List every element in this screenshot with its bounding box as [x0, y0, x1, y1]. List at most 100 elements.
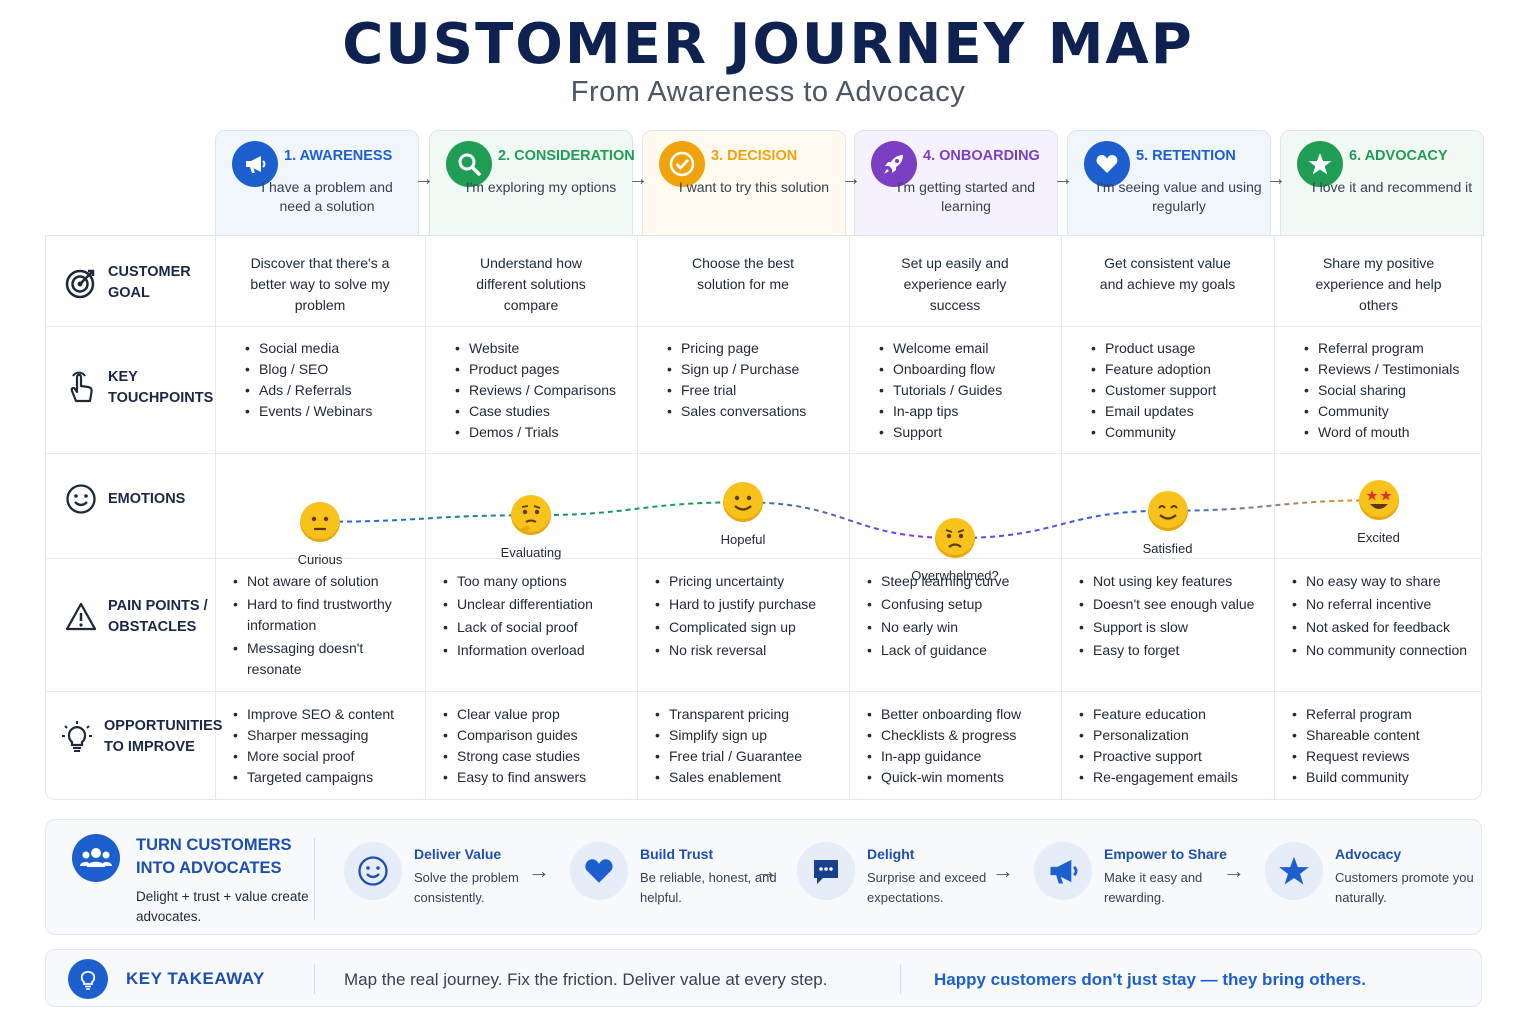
- list-item: Checklists & progress: [867, 725, 1051, 746]
- stage-title: 6. ADVOCACY: [1349, 148, 1448, 164]
- megaphone-icon: [232, 141, 278, 187]
- list-item: Sales enablement: [655, 767, 839, 788]
- stage-title: 5. RETENTION: [1136, 148, 1236, 164]
- search-icon: [446, 141, 492, 187]
- list-item: Community: [1091, 422, 1264, 443]
- lightbulb-icon: [68, 959, 108, 999]
- smile-icon: [344, 842, 402, 900]
- emotion-curve: [319, 499, 1379, 540]
- list-item: Lack of guidance: [867, 640, 1051, 661]
- list-item: Comparison guides: [443, 725, 627, 746]
- row-label-customer-goal: CUSTOMER GOAL: [64, 262, 220, 304]
- list-item: Onboarding flow: [879, 359, 1051, 380]
- list-item: Events / Webinars: [245, 401, 415, 422]
- arrow-right-icon: →: [628, 168, 648, 190]
- pointer-hand-icon: [70, 371, 93, 403]
- touchpoints-cell: Referral programReviews / TestimonialsSo…: [1304, 338, 1473, 443]
- list-item: Social media: [245, 338, 415, 359]
- list-item: Email updates: [1091, 401, 1264, 422]
- group-icon: [72, 834, 120, 882]
- list-item: Re-engagement emails: [1079, 767, 1264, 788]
- megaphone-icon: [1034, 842, 1092, 900]
- list-item: Free trial / Guarantee: [655, 746, 839, 767]
- goal-cell: Discover that there's a better way to so…: [250, 255, 390, 313]
- row-label-opportunities: OPPORTUNITIES TO IMPROVE: [60, 716, 222, 758]
- list-item: Case studies: [455, 401, 627, 422]
- emotion-label: Hopeful: [720, 532, 766, 548]
- list-item: Welcome email: [879, 338, 1051, 359]
- advocacy-step-title: Advocacy: [1335, 846, 1402, 862]
- list-item: Hard to find trustworthy information: [233, 594, 415, 636]
- emotion-label: Satisfied: [1142, 540, 1193, 556]
- goal-cell: Set up easily and experience early succe…: [901, 255, 1009, 313]
- takeaway-message: Map the real journey. Fix the friction. …: [344, 970, 828, 989]
- arrow-right-icon: →: [1266, 168, 1286, 190]
- list-item: Improve SEO & content: [233, 704, 415, 725]
- takeaway-title: KEY TAKEAWAY: [126, 969, 265, 988]
- list-item: In-app guidance: [867, 746, 1051, 767]
- list-item: Ads / Referrals: [245, 380, 415, 401]
- list-item: Pricing uncertainty: [655, 571, 839, 592]
- emotion-label: Overwhelmed?: [911, 568, 999, 583]
- journey-grid: CUSTOMER GOAL KEY TOUCHPOINTS EMOTIONS P…: [45, 235, 1482, 800]
- page-subtitle: From Awareness to Advocacy: [570, 76, 966, 108]
- advocates-title: TURN CUSTOMERS INTO ADVOCATES: [136, 836, 292, 877]
- goal-cell: Choose the best solution for me: [692, 255, 794, 292]
- touchpoints-cell: Welcome emailOnboarding flowTutorials / …: [879, 338, 1051, 443]
- goal-cell: Understand how different solutions compa…: [476, 255, 586, 313]
- advocacy-step-title: Empower to Share: [1104, 846, 1227, 862]
- advocacy-step-description: Surprise and exceed expectations.: [867, 870, 987, 905]
- stage-description: I have a problem and need a solution: [261, 179, 393, 214]
- list-item: Unclear differentiation: [443, 594, 627, 615]
- list-item: Not asked for feedback: [1292, 617, 1473, 638]
- list-item: Transparent pricing: [655, 704, 839, 725]
- list-item: Support is slow: [1079, 617, 1264, 638]
- list-item: Messaging doesn't resonate: [233, 638, 415, 680]
- list-item: Customer support: [1091, 380, 1264, 401]
- list-item: No community connection: [1292, 640, 1473, 661]
- list-item: Steep learning curve: [867, 571, 1051, 592]
- row-label-emotions: EMOTIONS: [64, 482, 220, 516]
- arrow-right-icon: →: [414, 168, 434, 190]
- list-item: Feature adoption: [1091, 359, 1264, 380]
- lightbulb-icon: [62, 721, 92, 752]
- advocacy-step-title: Delight: [867, 846, 915, 862]
- thinking-face-icon: [511, 495, 551, 536]
- advocacy-step-description: Make it easy and rewarding.: [1104, 870, 1203, 905]
- list-item: Not using key features: [1079, 571, 1264, 592]
- heart-icon: [570, 842, 628, 900]
- list-item: Blog / SEO: [245, 359, 415, 380]
- star-icon: [1265, 842, 1323, 900]
- list-item: Feature education: [1079, 704, 1264, 725]
- list-item: Free trial: [667, 380, 839, 401]
- list-item: Not aware of solution: [233, 571, 415, 592]
- arrow-right-icon: →: [528, 858, 550, 883]
- list-item: Request reviews: [1292, 746, 1473, 767]
- touchpoints-cell: Social mediaBlog / SEOAds / ReferralsEve…: [245, 338, 415, 422]
- arrow-right-icon: →: [1223, 858, 1245, 883]
- check-circle-icon: [659, 141, 705, 187]
- emotion-label: Evaluating: [500, 545, 562, 561]
- list-item: No easy way to share: [1292, 571, 1473, 592]
- list-item: Lack of social proof: [443, 617, 627, 638]
- touchpoints-cell: Pricing pageSign up / PurchaseFree trial…: [667, 338, 839, 422]
- star-eyes-face-icon: [1358, 480, 1399, 521]
- list-item: Referral program: [1304, 338, 1473, 359]
- list-item: Sharper messaging: [233, 725, 415, 746]
- heart-icon: [1084, 141, 1130, 187]
- list-item: Build community: [1292, 767, 1473, 788]
- pain-cell: No easy way to shareNo referral incentiv…: [1292, 571, 1473, 663]
- opportunities-cell: Better onboarding flowChecklists & progr…: [867, 704, 1051, 788]
- warning-icon: [65, 602, 97, 631]
- advocacy-step-title: Deliver Value: [414, 846, 502, 862]
- goal-cell: Share my positive experience and help ot…: [1315, 255, 1442, 313]
- stage-description: I'm exploring my options: [465, 179, 617, 195]
- arrow-right-icon: →: [755, 858, 777, 883]
- list-item: Personalization: [1079, 725, 1264, 746]
- list-item: Complicated sign up: [655, 617, 839, 638]
- list-item: Too many options: [443, 571, 627, 592]
